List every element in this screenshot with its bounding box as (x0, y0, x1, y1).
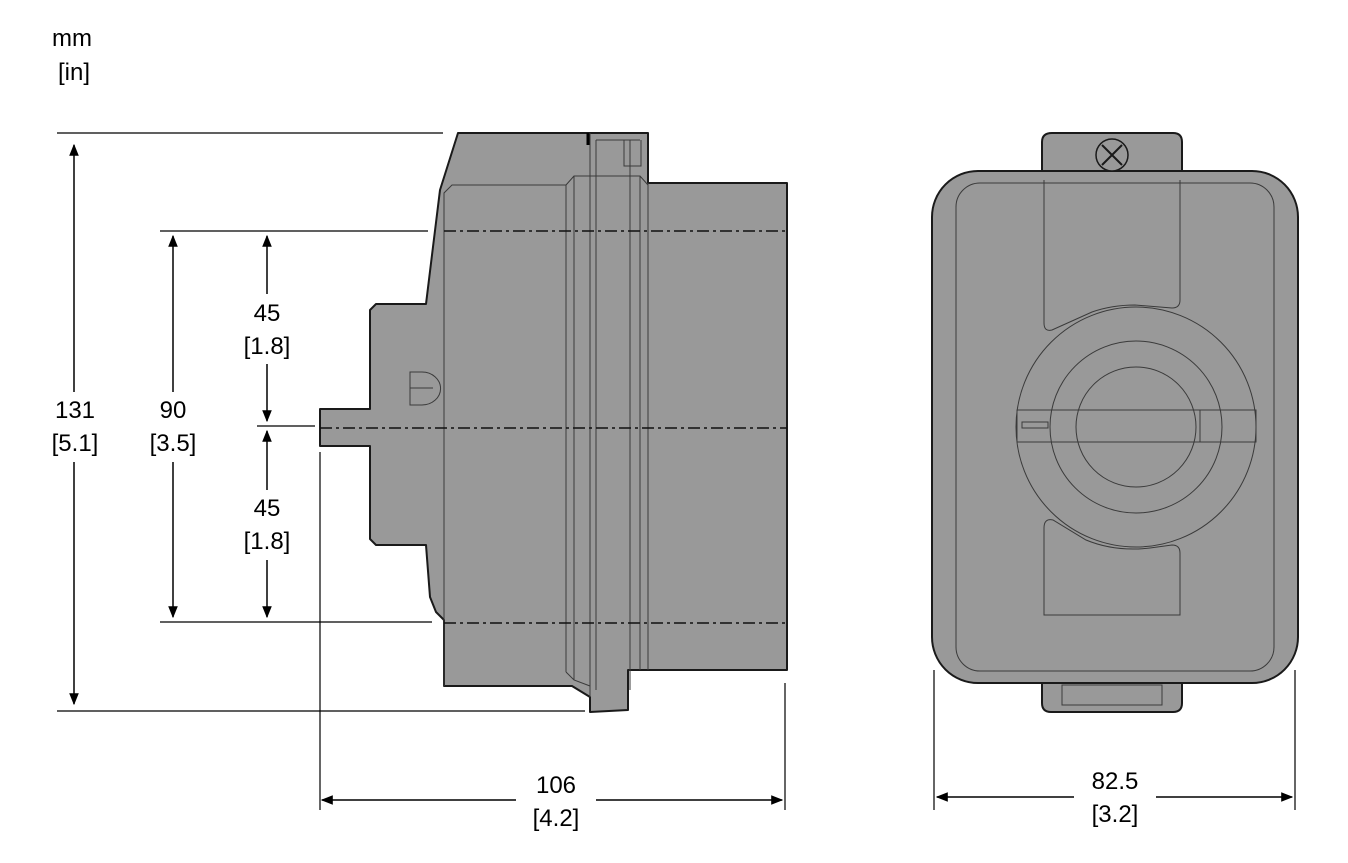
upper-half-mm-label: 45 (254, 300, 281, 327)
side-view-inner-contour (443, 184, 567, 686)
front-view-inner-outline (955, 182, 1275, 672)
side-view-body (319, 132, 788, 713)
side-view-mount-knob (409, 371, 441, 406)
depth-in-label: [4.2] (533, 805, 580, 832)
side-view-flange (589, 133, 641, 697)
unit-in-label: [in] (58, 59, 90, 86)
front-view-bottom-tab (1041, 674, 1183, 713)
upper-half-in-label: [1.8] (244, 333, 291, 360)
mount-spacing-label-bg (144, 392, 202, 462)
side-view-top-lug (596, 139, 642, 167)
front-view-body (931, 170, 1299, 684)
front-view: 82.5 [3.2] (931, 132, 1299, 832)
lower-half-in-label: [1.8] (244, 528, 291, 555)
width-label-bg (1074, 760, 1156, 832)
handle-inner-ring (1075, 366, 1197, 488)
lower-half-mm-label: 45 (254, 495, 281, 522)
width-mm-label: 82.5 (1092, 768, 1139, 795)
handle-indicator (1021, 421, 1049, 429)
mount-spacing-mm-label: 90 (160, 397, 187, 424)
height-mm-label: 131 (55, 397, 95, 424)
depth-label-bg (516, 762, 596, 834)
front-view-lower-strip (1043, 519, 1181, 616)
depth-mm-label: 106 (536, 772, 576, 799)
front-view-upper-strip (1043, 180, 1181, 331)
unit-mm-label: mm (52, 25, 92, 52)
height-in-label: [5.1] (52, 430, 99, 457)
mount-spacing-in-label: [3.5] (150, 430, 197, 457)
height-label-bg (45, 392, 103, 462)
handle-bar (1016, 409, 1257, 443)
upper-half-label-bg (238, 294, 298, 364)
width-in-label: [3.2] (1092, 801, 1139, 828)
front-view-bottom-slot (1061, 684, 1163, 706)
side-view: 131 [5.1] 90 [3.5] 45 [1.8] 45 [1.8] 106… (45, 132, 788, 834)
handle-middle-ring (1049, 340, 1223, 514)
screw-cross-icon (1101, 144, 1123, 166)
lower-half-label-bg (238, 490, 298, 560)
